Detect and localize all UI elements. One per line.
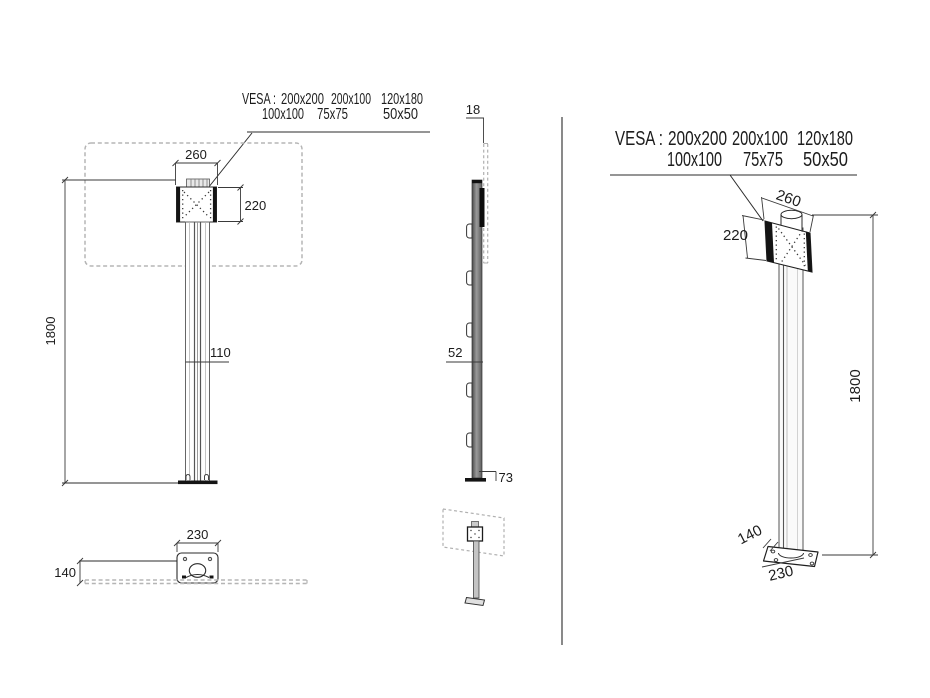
dim-plate-height-iso: 220 [723,215,767,261]
dim-text: 52 [448,345,462,360]
pole-thumb [473,540,480,599]
vesa-size: 200x100 [732,128,788,150]
dim-text: 230 [767,563,795,585]
vesa-table-iso: VESA : 200x200 200x100 120x180 100x100 7… [610,128,857,222]
vesa-leader-line [729,174,764,222]
dim-plate-width-front: 260 [172,147,221,185]
dim-text: 110 [210,345,231,360]
dim-stand-height-front: 1800 [43,176,176,487]
base-bolt [185,474,191,480]
vesa-size: 120x180 [381,91,423,108]
dim-plate-height-front: 220 [218,184,267,225]
dim-text: 140 [54,565,76,580]
base-bolt [204,474,209,480]
screw-hole [808,553,813,557]
dim-pole-depth-side: 52 [446,345,483,363]
screw-hole [770,549,776,554]
pole-base-arc [778,552,804,559]
plan-view: 230 140 [54,527,308,587]
vesa-size: 200x200 [281,91,324,108]
pole-cross-section [188,563,207,578]
clip [466,223,473,239]
plate-right-flange [805,231,812,272]
front-view: VESA : 200x200 200x100 120x180 100x100 7… [43,91,430,487]
side-view: 18 [442,102,513,607]
mount-plate-front [176,178,217,223]
dim-text: 73 [499,470,513,485]
dim-base-depth-plan: 140 [54,557,177,587]
screw-hole [773,558,779,562]
base-plate-iso [762,545,819,568]
vesa-size: 100x100 [262,106,304,123]
iso-view: VESA : 200x200 200x100 120x180 100x100 7… [610,128,878,585]
vesa-leader-line [207,132,253,189]
dim-text: 18 [466,102,480,117]
screw-hole [207,556,213,562]
pole-cap [186,178,210,188]
clip [466,382,473,398]
base-plate-plan [176,552,219,584]
tv-outline-plan-dashed [84,579,308,585]
vesa-size: 120x180 [797,128,853,150]
pole-cap-ribs [190,179,208,187]
dim-text: 220 [723,227,748,244]
dim-text: 1800 [43,317,58,346]
pole-cap-thumb [471,521,479,528]
base-thumb [464,596,486,607]
tv-outline-thumb-dashed [442,508,505,557]
vesa-label: VESA : [615,128,663,150]
base-side: 73 [465,470,513,485]
dim-text: 260 [774,187,803,211]
base-plate-side [465,478,486,482]
screw-hole [182,556,188,562]
vesa-size: 75x75 [317,106,348,123]
clip-mark [209,575,214,579]
pole-clips-side [466,223,473,448]
vesa-hole-pattern [775,226,807,269]
pole-iso [778,227,804,554]
vesa-label: VESA : [242,91,276,108]
dim-text: 220 [245,198,267,213]
vesa-size: 200x100 [331,91,371,108]
vesa-table-front: VESA : 200x200 200x100 120x180 100x100 7… [207,91,430,189]
tv-outline-side-dashed [483,143,489,264]
clip [466,322,473,338]
pole-side [471,179,485,479]
plate-left-flange [765,221,774,263]
clip [466,270,473,286]
vesa-size: 100x100 [667,149,722,171]
mount-plate-side [479,188,485,227]
dim-text: 1800 [847,369,864,402]
vesa-hole-pattern [182,190,212,219]
vesa-size: 75x75 [743,149,783,171]
screw-hole [809,561,815,566]
dim-text: 140 [735,522,765,549]
dim-panel-offset-side: 18 [466,102,484,143]
dim-base-width-iso: 230 [761,557,805,585]
vesa-size: 50x50 [383,106,418,123]
vesa-size: 50x50 [803,149,848,171]
base-plate-edge [178,480,218,485]
plate-left-flange [176,187,181,222]
thumbnail-view [442,508,505,607]
vesa-size: 200x200 [668,128,727,150]
plate-right-flange [212,187,217,222]
base-front [62,474,218,485]
pole-base-arc [185,574,210,578]
dim-pole-width-front: 110 [185,345,231,363]
dim-base-width-plan: 230 [173,527,222,552]
plate-dots-thumb [470,529,480,539]
pole-front [185,221,210,483]
clip-mark [182,575,186,579]
dim-text: 260 [185,147,207,162]
clip [466,432,473,448]
dim-text: 230 [187,527,209,542]
dim-stand-height-iso: 1800 [812,211,878,559]
mount-plate-iso [764,220,813,273]
